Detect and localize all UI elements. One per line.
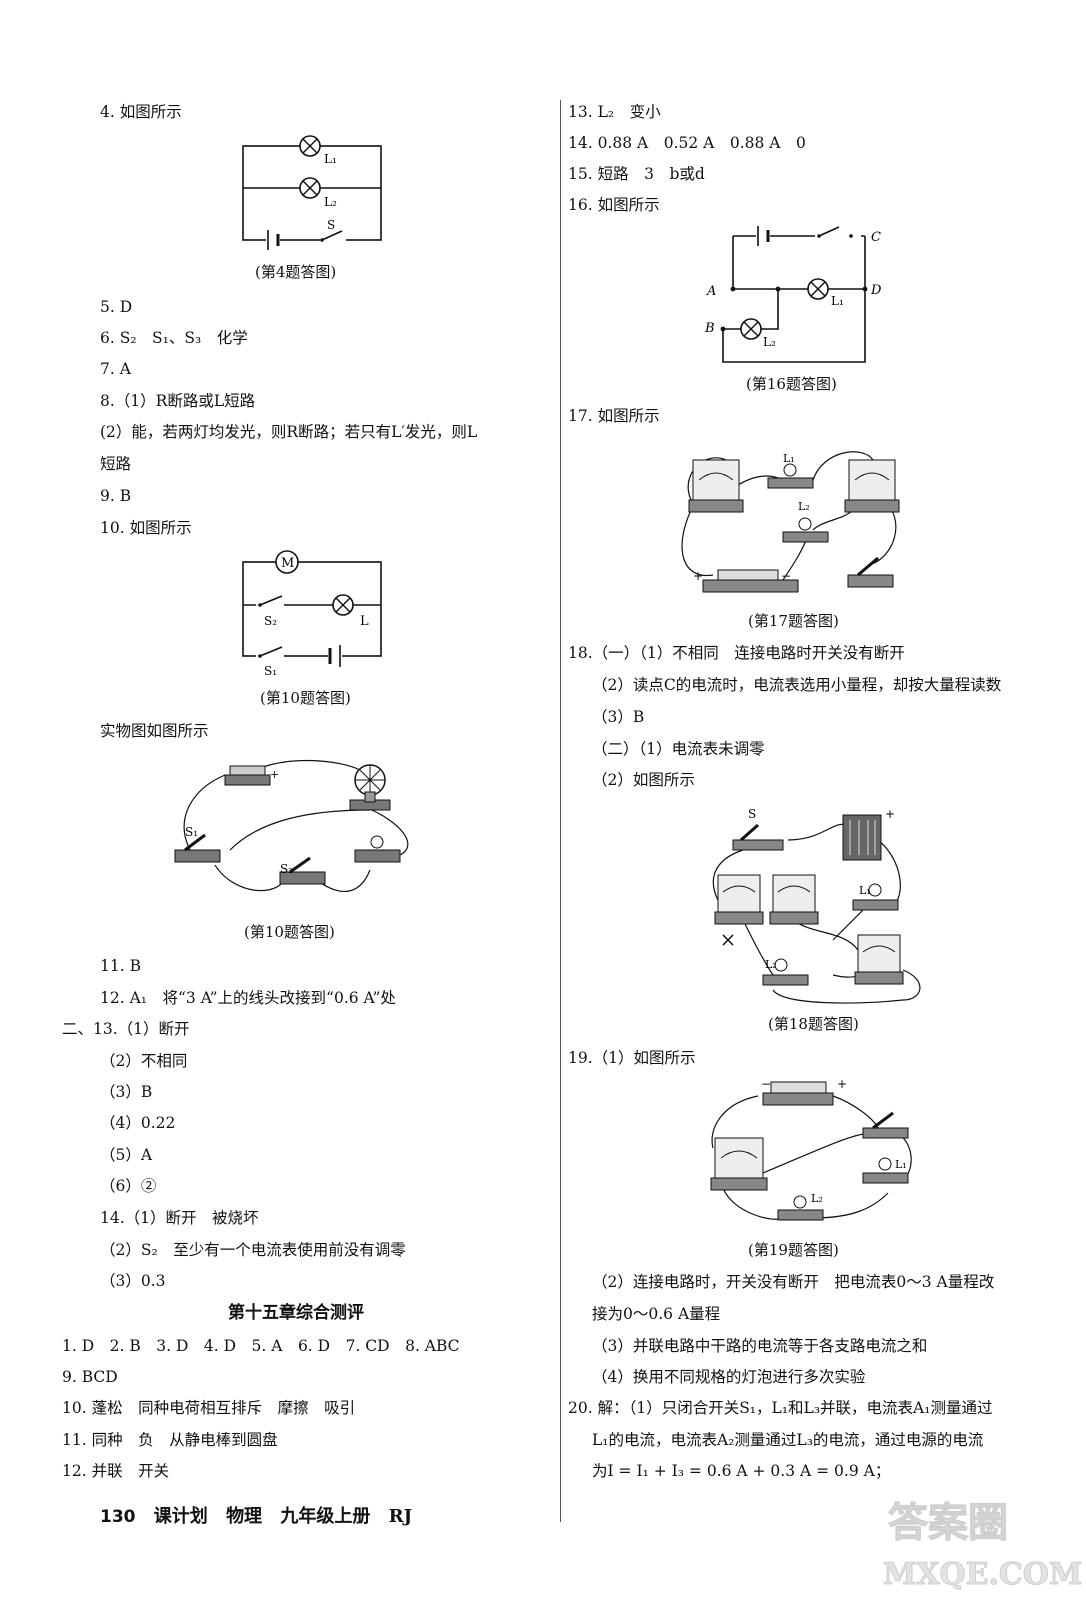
label-s1-physical: S₁: [185, 825, 198, 839]
answer-q18-1-1: 18.（一）（1）不相同 连接电路时开关没有断开: [568, 644, 905, 662]
answer-q12: 12. A₁ 将“3 A”上的线头改接到“0.6 A”处: [100, 989, 396, 1007]
label-s2-physical: S₂: [280, 862, 293, 876]
circuit-diagram-q10: M S₂ L S₁: [242, 550, 382, 678]
answer-q19-3: （3）并联电路中干路的电流等于各支路电流之和: [592, 1337, 928, 1355]
answer-q20-1: 20. 解：（1）只闭合开关S₁，L₁和L₃并联，电流表A₁测量通过: [568, 1399, 993, 1417]
label-l2-q19: L₂: [811, 1192, 823, 1205]
label-m: M: [281, 556, 294, 571]
label-s-q18: S: [748, 807, 756, 821]
answer-q20-2: L₁的电流，电流表A₂测量通过L₃的电流，通过电源的电流: [592, 1431, 984, 1449]
answer-q19-1: 19.（1）如图所示: [568, 1049, 696, 1067]
watermark-bottom: MXQE.COM: [883, 1557, 1082, 1592]
caption-q18: (第18题答图): [768, 1015, 859, 1033]
wiring-illustration-q17: L₁ L₂ + −: [681, 451, 900, 593]
edition: RJ: [388, 1506, 413, 1527]
answer-q15-right: 15. 短路 3 b或d: [568, 165, 705, 183]
subject: 物理: [226, 1506, 263, 1527]
answer-q14-1: 14.（1）断开 被烧坏: [100, 1209, 259, 1227]
answer-q14-2: （2）S₂ 至少有一个电流表使用前没有调零: [100, 1241, 406, 1259]
caption-q10-schematic: (第10题答图): [260, 689, 351, 707]
answer-q8-1: 8.（1）R断路或L短路: [100, 392, 256, 410]
answer-q13-right: 13. L₂ 变小: [568, 103, 661, 121]
svg-text:+: +: [885, 807, 895, 821]
answer-review-11: 11. 同种 负 从静电棒到圆盘: [62, 1431, 278, 1449]
answer-review-12: 12. 并联 开关: [62, 1462, 170, 1480]
answer-q14-right: 14. 0.88 A 0.52 A 0.88 A 0: [568, 134, 806, 152]
label-a: A: [706, 284, 716, 299]
answer-q17-right: 17. 如图所示: [568, 407, 660, 425]
label-d: D: [870, 283, 882, 298]
answer-q18-1-2: （2）读点C的电流时，电流表选用小量程，却按大量程读数: [592, 676, 1002, 694]
circuit-diagram-q4: L₁ L₂ S: [242, 135, 382, 250]
label-l1: L₁: [324, 152, 337, 166]
wiring-illustration-q18: S + L₁ L₂: [712, 807, 921, 1004]
label-l: L: [360, 614, 369, 629]
caption-q4: (第4题答图): [255, 263, 337, 281]
watermark-logo: 答案圈 MXQE.COM: [883, 1499, 1083, 1593]
answer-q13-6: （6）②: [100, 1177, 157, 1195]
label-b: B: [704, 321, 715, 336]
svg-text:+: +: [270, 768, 279, 781]
answer-q16-right: 16. 如图所示: [568, 196, 660, 214]
label-plus-q17: +: [693, 569, 703, 583]
answer-review-10: 10. 蓬松 同种电荷相互排斥 摩擦 吸引: [62, 1399, 356, 1417]
answer-q11: 11. B: [100, 957, 141, 975]
caption-q17: (第17题答图): [748, 612, 839, 630]
column-divider: [560, 100, 561, 1522]
answer-q6: 6. S₂ S₁、S₃ 化学: [100, 329, 248, 347]
book-title: 课计划: [153, 1506, 208, 1527]
answer-q14-3: （3）0.3: [100, 1272, 166, 1290]
wiring-illustration-q10: + S₁ S₂: [174, 759, 409, 892]
label-c: C: [871, 230, 881, 245]
answer-q19-2a: （2）连接电路时，开关没有断开 把电流表0～3 A量程改: [592, 1273, 995, 1291]
section-title-ch15-review: 第十五章综合测评: [228, 1303, 364, 1323]
label-minus-q19: −: [761, 1077, 771, 1091]
circuit-diagram-q16: C A D B L₁ L₂: [704, 226, 882, 363]
label-l2-q18: L₂: [765, 958, 777, 971]
answer-q5: 5. D: [100, 298, 133, 316]
wiring-illustration-q19: − + L₁ L₂: [710, 1077, 912, 1221]
label-l2: L₂: [324, 195, 337, 209]
label-minus-q17: −: [781, 569, 791, 583]
label-s: S: [327, 218, 335, 232]
answer-q10: 10. 如图所示: [100, 519, 192, 537]
label-l1-q17: L₁: [783, 452, 795, 465]
answer-review-9: 9. BCD: [62, 1368, 118, 1386]
answer-q4: 4. 如图所示: [100, 103, 182, 121]
label-s1: S₁: [264, 664, 277, 678]
answer-q9: 9. B: [100, 487, 132, 505]
answer-q13-2: （2）不相同: [100, 1052, 188, 1070]
grade: 九年级上册: [280, 1506, 371, 1527]
label-l2-q17: L₂: [798, 500, 810, 513]
caption-q16: (第16题答图): [746, 375, 837, 393]
answer-review-1-8: 1. D 2. B 3. D 4. D 5. A 6. D 7. CD 8. A…: [62, 1337, 460, 1355]
answer-q8-3: 短路: [100, 455, 132, 473]
page-footer: 130 课计划 物理 九年级上册 RJ: [100, 1502, 424, 1528]
watermark-top: 答案圈: [888, 1499, 1008, 1546]
answer-q13-3: （3）B: [100, 1083, 153, 1101]
answer-q18-1-3: （3）B: [592, 708, 645, 726]
answer-q20-3: 为I = I₁ + I₃ = 0.6 A + 0.3 A = 0.9 A；: [592, 1462, 891, 1480]
label-l1-q19: L₁: [895, 1158, 907, 1171]
label-l2-q16: L₂: [763, 335, 776, 349]
answer-q7: 7. A: [100, 360, 131, 378]
answer-q10-physical: 实物图如图所示: [100, 722, 209, 740]
label-plus-q19: +: [837, 1077, 847, 1091]
page-number: 130: [100, 1507, 136, 1527]
label-l1-q16: L₁: [831, 294, 844, 308]
caption-q19: (第19题答图): [748, 1241, 839, 1259]
answer-q19-2b: 接为0～0.6 A量程: [592, 1305, 721, 1323]
answer-q13-5: （5）A: [100, 1146, 153, 1164]
label-s2: S₂: [264, 614, 277, 628]
answer-q19-4: （4）换用不同规格的灯泡进行多次实验: [592, 1368, 866, 1386]
answer-q18-2-1: （二）（1）电流表未调零: [592, 740, 765, 758]
answer-q18-2-2: （2）如图所示: [592, 771, 695, 789]
answer-q13-4: （4）0.22: [100, 1114, 176, 1132]
caption-q10-physical: (第10题答图): [244, 923, 335, 941]
answer-sec2-q13-1: 二、13.（1）断开: [62, 1020, 190, 1038]
answer-q8-2: (2）能，若两灯均发光，则R断路；若只有L′发光，则L: [100, 423, 478, 441]
label-l1-q18: L₁: [859, 884, 871, 897]
